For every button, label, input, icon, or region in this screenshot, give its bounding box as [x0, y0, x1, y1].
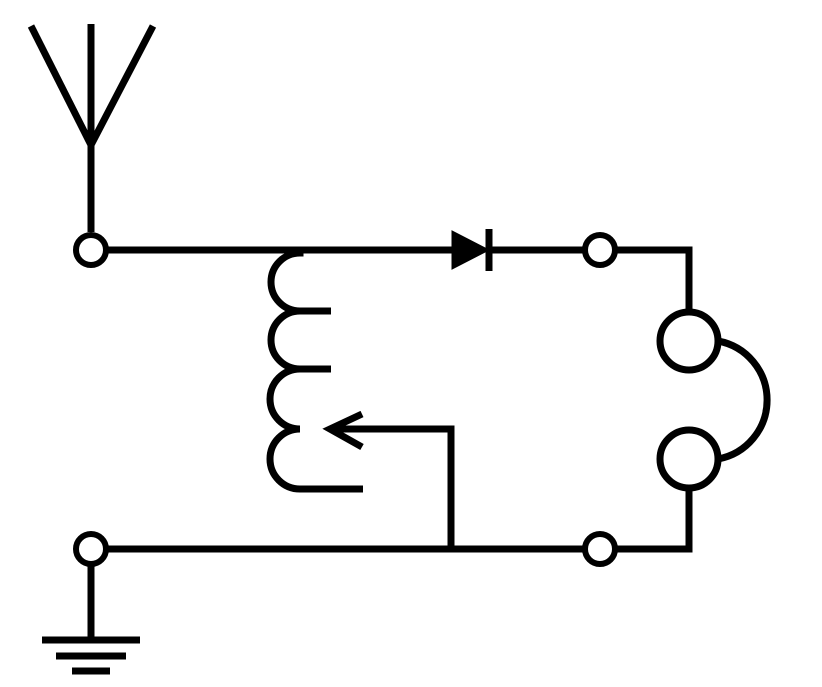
ground-icon — [42, 566, 140, 675]
diode-icon — [451, 229, 493, 271]
terminal-antenna — [73, 232, 109, 268]
inductor-icon — [266, 249, 363, 493]
headphone-wiring — [615, 246, 693, 553]
coil-tap-arrow — [322, 410, 455, 551]
terminal-headphone-bottom — [582, 531, 618, 567]
antenna-icon — [27, 24, 157, 232]
headphones-icon — [656, 308, 771, 492]
terminal-ground — [73, 531, 109, 567]
terminal-headphone-top — [582, 232, 618, 268]
